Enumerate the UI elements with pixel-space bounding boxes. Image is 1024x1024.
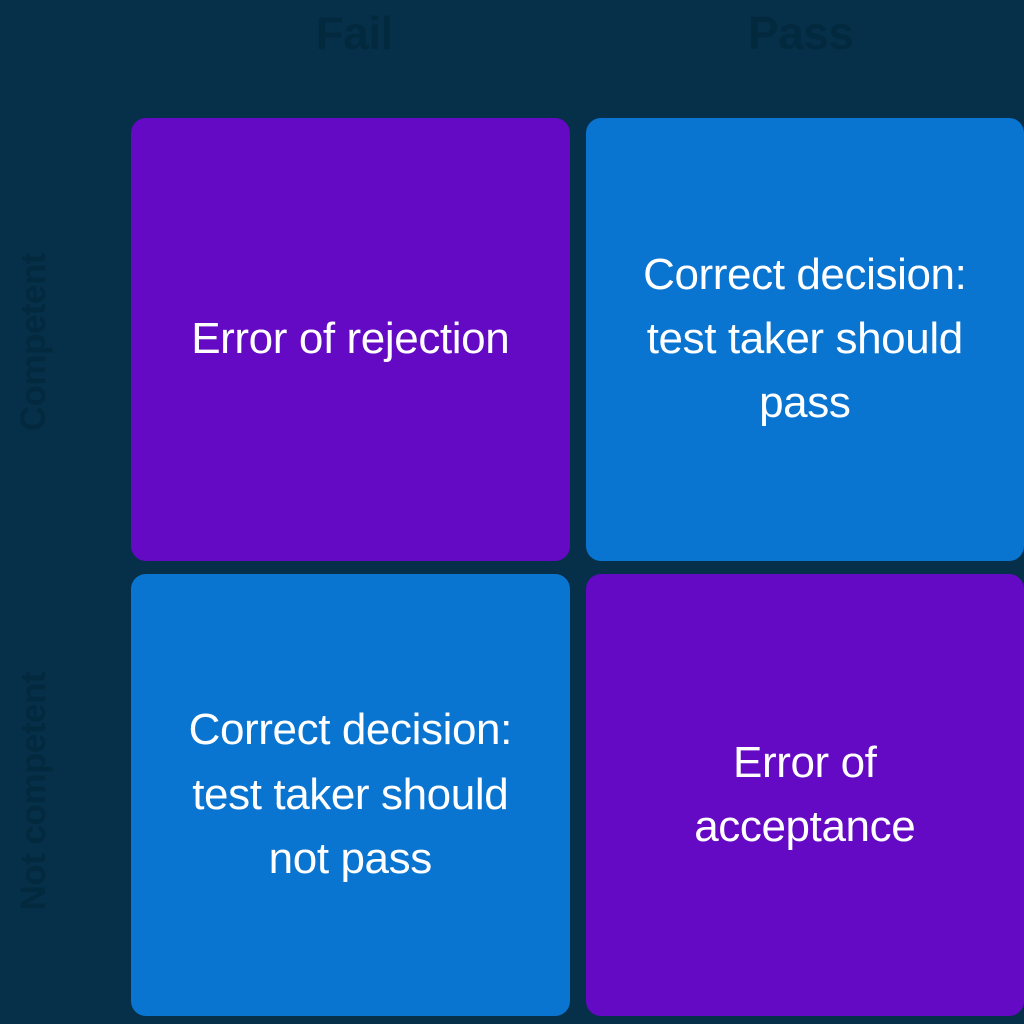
quadrant-error-of-rejection: Error of rejection (131, 118, 570, 561)
quadrant-grid: Error of rejection Correct decision: tes… (131, 118, 1024, 1016)
row-header-not-competent-label: Not competent (14, 672, 53, 911)
row-header-competent: Competent (0, 118, 131, 567)
quadrant-correct-decision-pass: Correct decision: test taker should pass (585, 118, 1024, 561)
column-header-row: Fail Pass (131, 0, 1024, 118)
quadrant-error-of-rejection-text: Error of rejection (191, 314, 510, 364)
quadrant-correct-decision-not-pass: Correct decision: test taker should not … (131, 573, 570, 1016)
column-header-fail: Fail (131, 0, 578, 118)
quadrant-correct-decision-pass-text: Correct decision: test taker should pass (643, 249, 967, 428)
column-header-pass-label: Pass (748, 7, 854, 59)
quadrant-error-of-acceptance-text: Error of acceptance (694, 737, 916, 851)
column-header-fail-label: Fail (315, 7, 394, 59)
column-header-pass: Pass (578, 0, 1024, 118)
row-header-column: Competent Not competent (0, 118, 131, 1016)
quadrant-error-of-acceptance: Error of acceptance (585, 573, 1024, 1016)
row-header-competent-label: Competent (14, 253, 53, 432)
quadrant-correct-decision-not-pass-text: Correct decision: test taker should not … (188, 705, 513, 883)
row-header-not-competent: Not competent (0, 567, 131, 1016)
